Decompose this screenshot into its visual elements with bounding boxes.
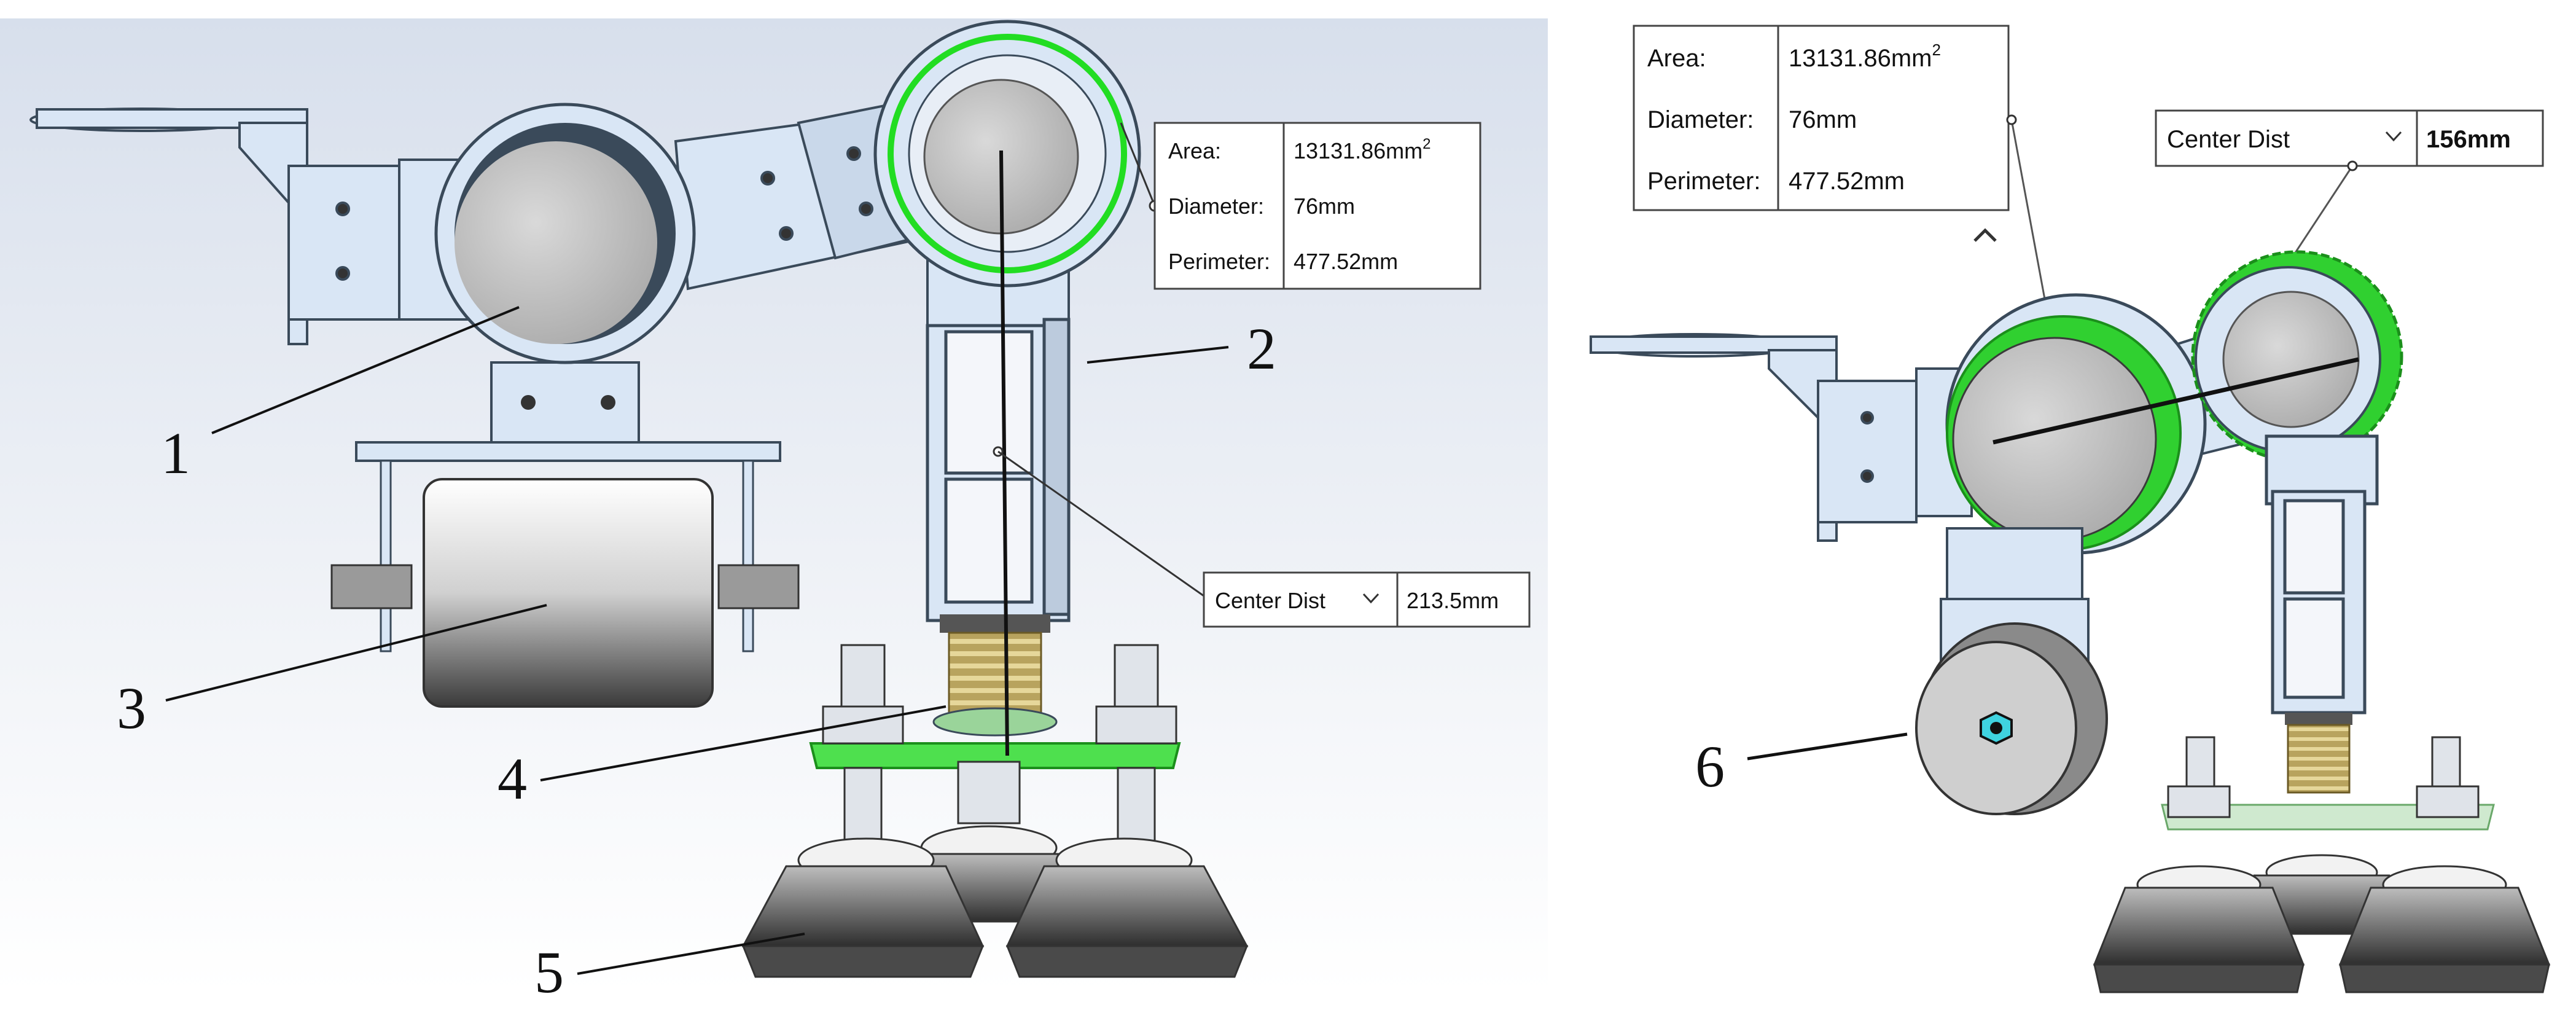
- callouts-left: [165, 306, 1229, 975]
- chevron-down-icon[interactable]: [2385, 131, 2402, 142]
- callout-2: 2: [1247, 316, 1276, 382]
- joint-2: [2191, 250, 2403, 463]
- callout-1: 1: [161, 420, 190, 486]
- roller-3: [330, 441, 800, 708]
- area-value: 13131.86mm2: [1294, 136, 1431, 163]
- center-dist-control[interactable]: Center Dist 213.5mm: [1203, 571, 1531, 628]
- callout-leader-3: [165, 604, 547, 702]
- callout-leader-1: [211, 306, 520, 434]
- center-distance-line: [999, 150, 1009, 756]
- vertical-link-2: [926, 318, 1071, 622]
- perimeter-value: 477.52mm: [1789, 168, 1905, 195]
- center-dist-value: 213.5mm: [1407, 588, 1499, 613]
- chevron-down-icon[interactable]: [1362, 593, 1380, 604]
- center-dist-dropdown-label[interactable]: Center Dist: [1215, 588, 1325, 613]
- diameter-label: Diameter:: [1168, 194, 1264, 219]
- info-box-leader: [1120, 122, 1156, 206]
- spring: [2287, 724, 2351, 794]
- left-view-panel: Area: 13131.86mm2 Diameter: 76mm Perimet…: [0, 0, 1560, 1010]
- perimeter-label: Perimeter:: [1168, 249, 1270, 274]
- center-dist-leader: [997, 450, 1204, 597]
- callout-leader-4: [540, 705, 946, 781]
- measurement-info-box-right[interactable]: Area: 13131.86mm2 Diameter: 76mm Perimet…: [1633, 25, 2010, 242]
- callout-5: 5: [534, 939, 564, 1005]
- diameter-value: 76mm: [1294, 194, 1355, 219]
- spring-4: [932, 614, 1058, 737]
- area-value: 13131.86mm2: [1789, 41, 1941, 72]
- callout-leader-2: [1087, 346, 1229, 364]
- callout-3: 3: [117, 675, 146, 741]
- diameter-label: Diameter:: [1647, 106, 1754, 133]
- callout-6: 6: [1695, 734, 1725, 799]
- center-dist-dropdown-label[interactable]: Center Dist: [2167, 126, 2290, 153]
- mount-bracket: [1590, 333, 1918, 542]
- area-label: Area:: [1647, 45, 1706, 72]
- callout-4: 4: [498, 746, 527, 812]
- suction-cup-group-5: [741, 644, 1249, 978]
- callout-leader-5: [577, 933, 805, 975]
- right-cad-viewport[interactable]: Area: 13131.86mm2 Diameter: 76mm Perimet…: [1560, 0, 2576, 1010]
- vertical-link: [2265, 434, 2379, 714]
- collapse-chevron-up-icon[interactable]: [1973, 228, 1997, 242]
- center-dist-anchor: [2347, 160, 2358, 171]
- left-cad-viewport[interactable]: Area: 13131.86mm2 Diameter: 76mm Perimet…: [0, 0, 1560, 1010]
- center-dist-control-right[interactable]: Center Dist 156mm: [2155, 109, 2544, 167]
- info-box-anchor: [2006, 114, 2017, 125]
- perimeter-value: 477.52mm: [1294, 249, 1398, 274]
- spring-cap: [2285, 713, 2352, 725]
- wheel-6: [1915, 527, 2108, 815]
- mount-bracket: [29, 108, 400, 345]
- suction-plate: [809, 742, 1181, 769]
- callout-leader-6: [1747, 732, 1908, 761]
- right-view-panel: Area: 13131.86mm2 Diameter: 76mm Perimet…: [1560, 0, 2576, 1010]
- area-label: Area:: [1168, 138, 1221, 163]
- diameter-value: 76mm: [1789, 106, 1857, 133]
- perimeter-label: Perimeter:: [1647, 168, 1761, 195]
- center-distance-line: [1992, 357, 2359, 445]
- suction-cup-group: [2093, 736, 2551, 993]
- center-dist-value: 156mm: [2426, 126, 2511, 153]
- joint-1: [434, 103, 696, 456]
- measurement-info-box[interactable]: Area: 13131.86mm2 Diameter: 76mm Perimet…: [1153, 122, 1481, 290]
